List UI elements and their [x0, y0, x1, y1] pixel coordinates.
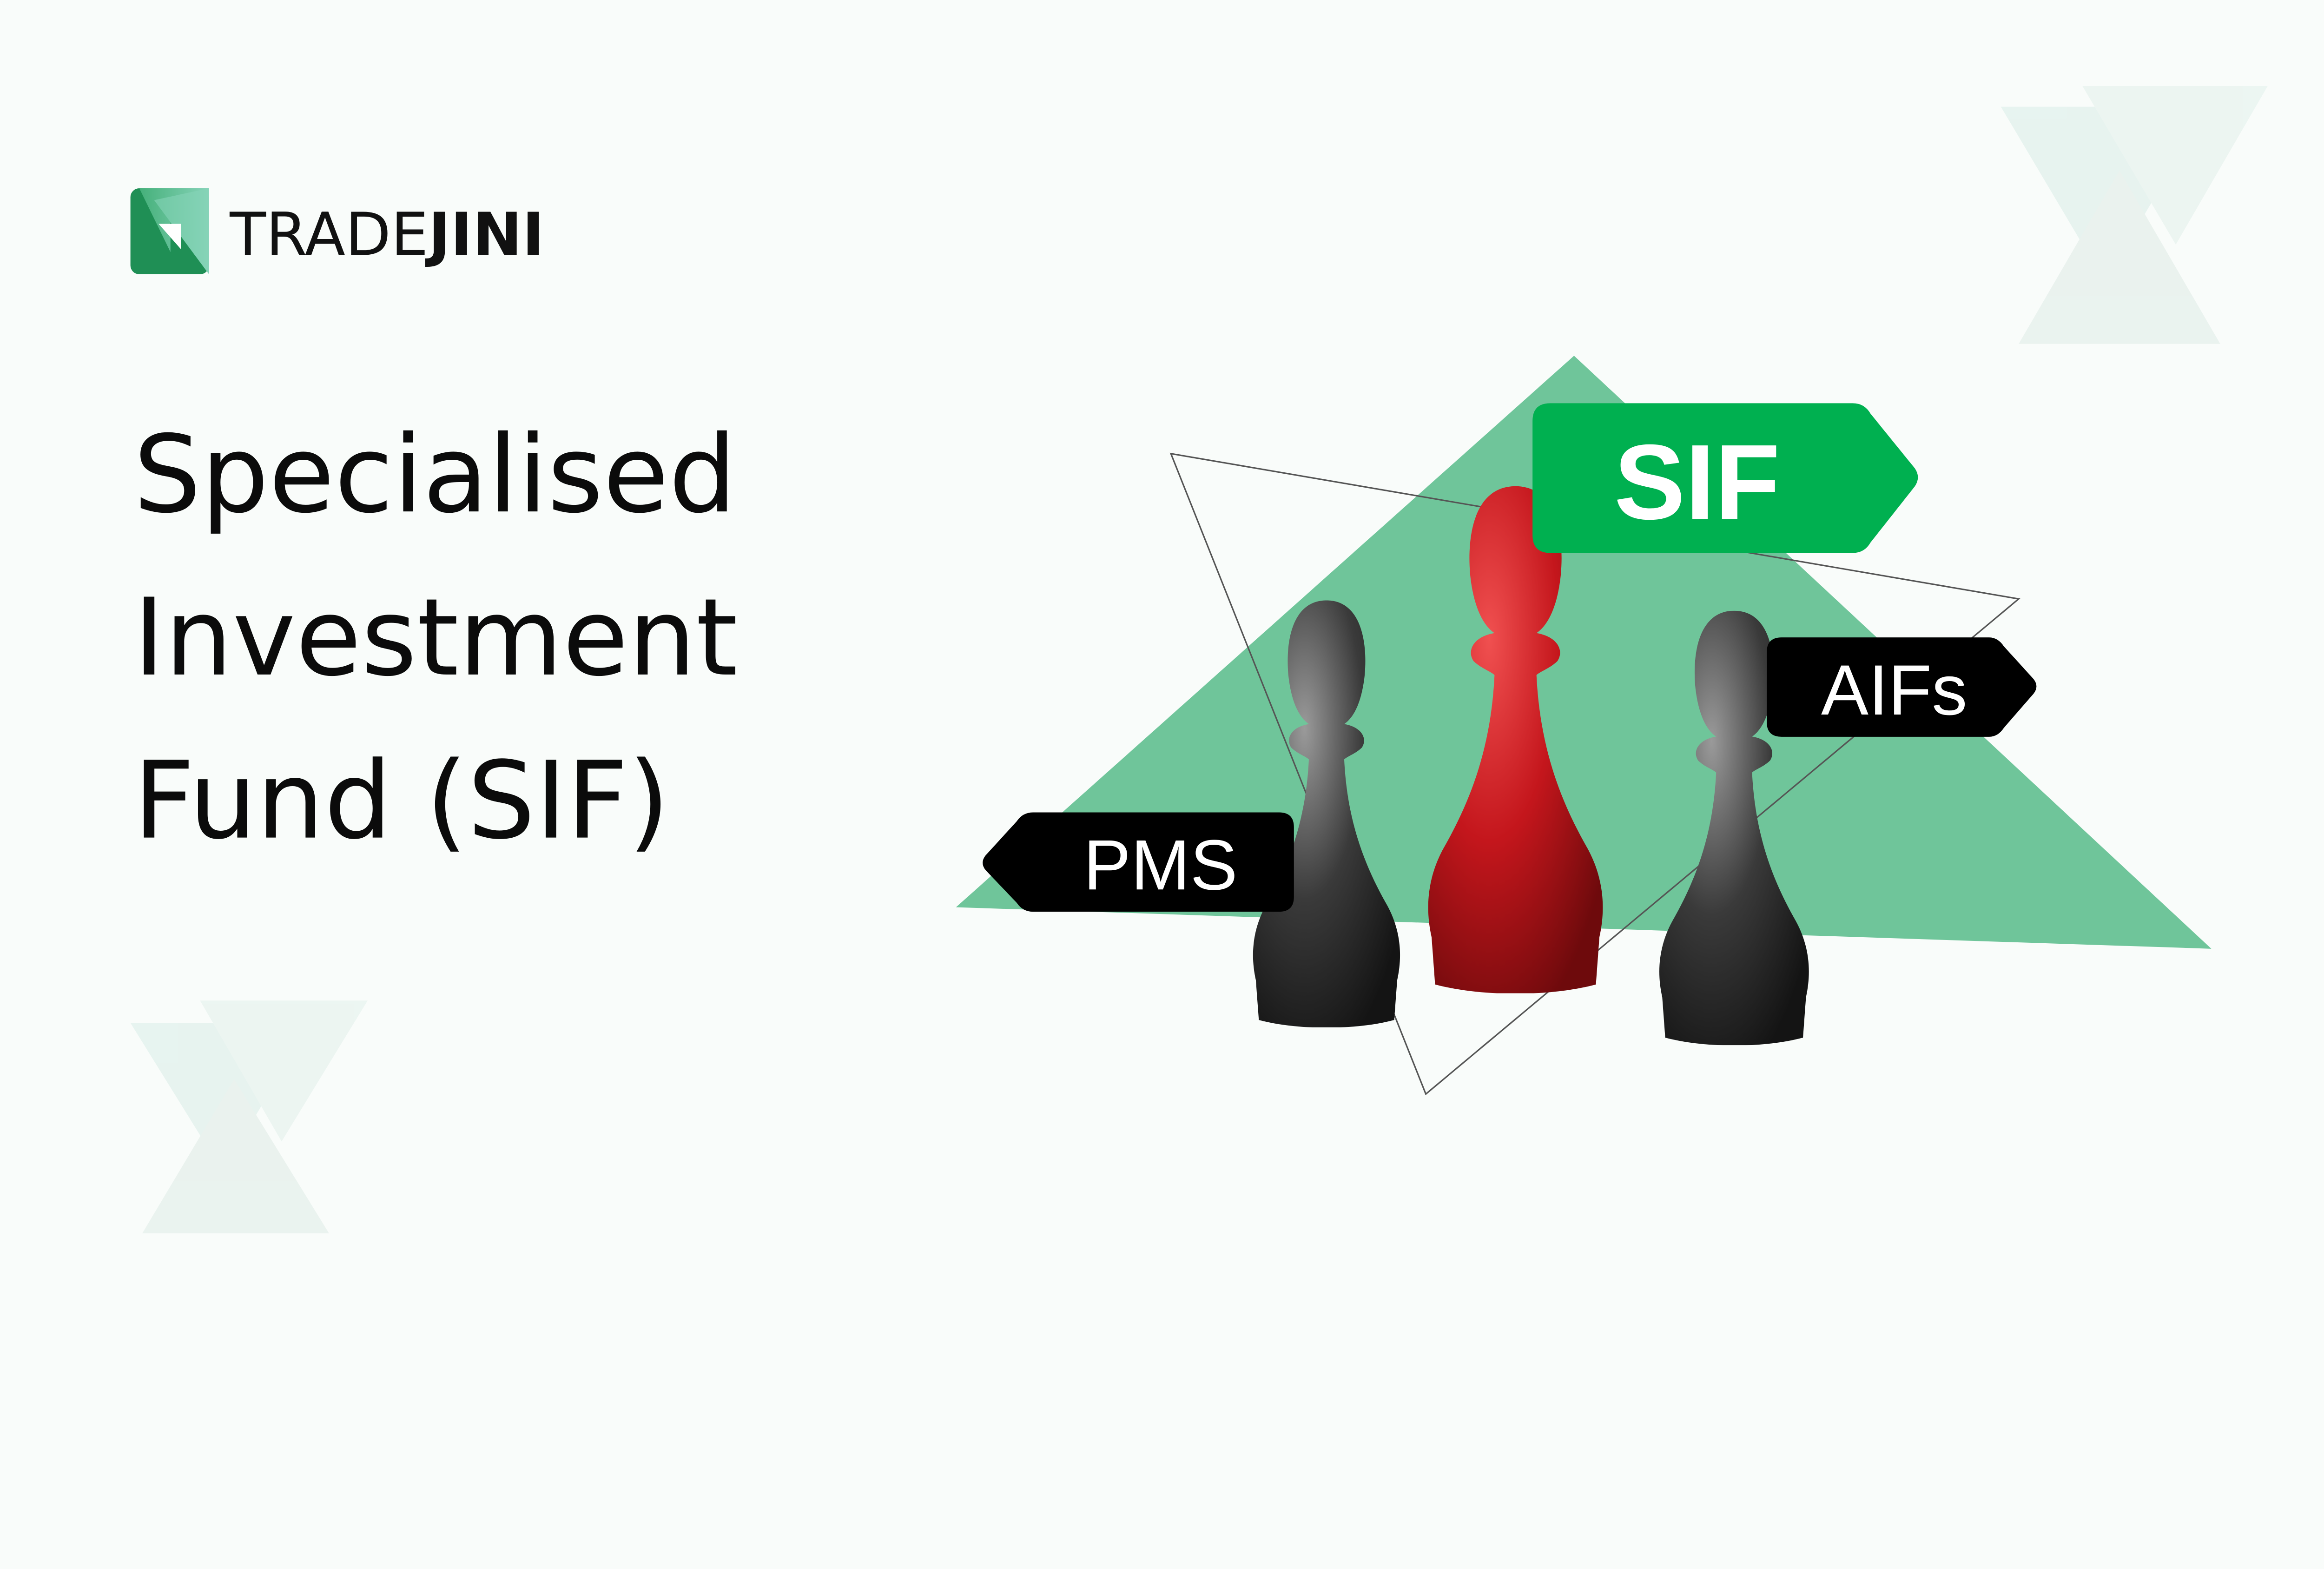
sif-tag-label: SIF	[1614, 422, 1780, 542]
sif-tag: SIF	[1532, 403, 1918, 553]
tradejini-logo-icon	[130, 188, 209, 274]
pms-tag: PMS	[983, 812, 1294, 912]
decor-triangles-top-right	[2000, 86, 2268, 344]
headline-line-3: Fund (SIF)	[133, 739, 670, 863]
aifs-tag: AIFs	[1767, 637, 2037, 737]
illustration: SIF AIFs PMS	[956, 356, 2212, 1095]
decor-triangles-bottom-left	[130, 1000, 368, 1234]
logo-text: TRADEJINI	[229, 200, 544, 269]
headline-line-2: Investment	[133, 576, 738, 700]
pms-tag-label: PMS	[1083, 825, 1238, 905]
aifs-tag-label: AIFs	[1821, 650, 1967, 730]
banner: TRADEJINI Specialised Investment Fund (S…	[130, 86, 2268, 1234]
headline-line-1: Specialised	[133, 413, 737, 537]
green-triangle	[956, 356, 2212, 949]
tradejini-logo[interactable]: TRADEJINI	[130, 188, 544, 274]
